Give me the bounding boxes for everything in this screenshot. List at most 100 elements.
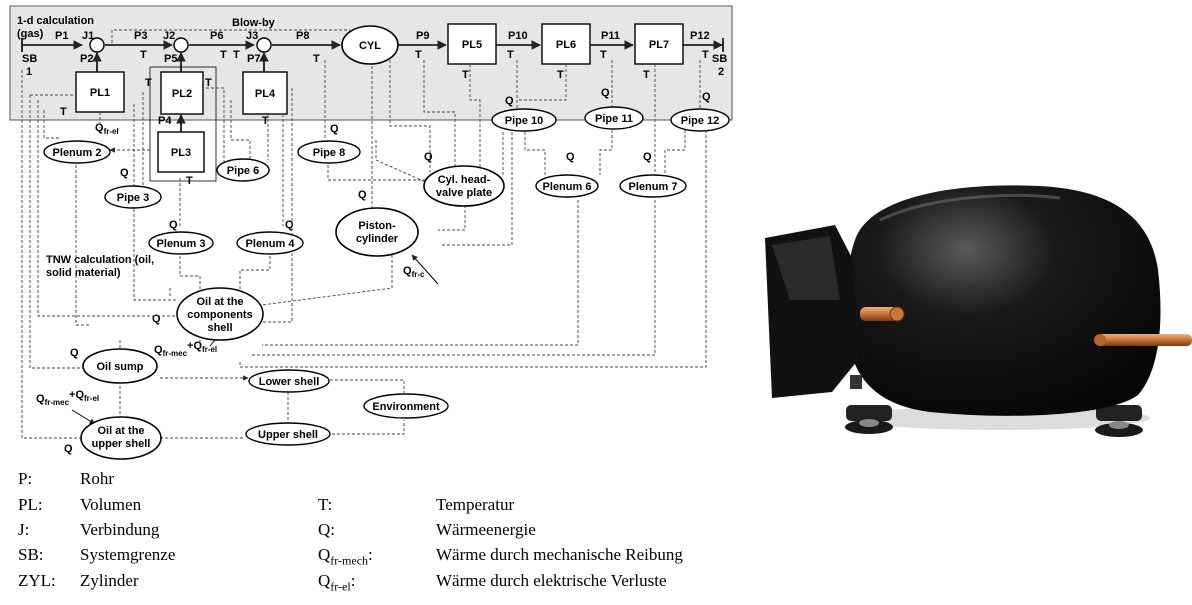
t-label: T: [220, 49, 227, 61]
j2-label: J2: [163, 30, 175, 42]
node-pipe-3: [104, 185, 162, 209]
heat-flow-lines: [21, 60, 707, 439]
legend-value: Temperatur: [436, 495, 515, 514]
section-tnw-sub-label: solid material): [46, 267, 121, 279]
oil-upper-label-1: Oil at the: [97, 425, 144, 437]
j3-label: J3: [246, 30, 258, 42]
pipe-8-label: Pipe 8: [313, 147, 345, 159]
p1-label: P1: [55, 30, 68, 42]
pl3-label: PL3: [171, 147, 191, 159]
t-label: T: [600, 49, 607, 61]
legend-value: Wärmeenergie: [436, 520, 536, 539]
q-label: Q: [505, 95, 514, 107]
p5-label: P5: [164, 53, 177, 65]
section-tnw-label: TNW calculation (oil,: [46, 254, 154, 266]
pipe-3-label: Pipe 3: [117, 192, 149, 204]
junction-j2: [173, 37, 189, 53]
node-pipe-8: [297, 140, 361, 164]
box-pl5: [447, 23, 497, 65]
t-label: T: [702, 49, 709, 61]
q-label: Q: [358, 189, 367, 201]
q-label: Q: [120, 167, 129, 179]
p7-label: P7: [247, 53, 260, 65]
p4-label: P4: [158, 115, 172, 127]
node-pipe-11: [584, 106, 644, 130]
junction-j1: [89, 37, 105, 53]
plenum-2-label: Plenum 2: [53, 147, 102, 159]
sb1-label: SB: [22, 53, 37, 65]
p12-label: P12: [690, 30, 710, 42]
q-label: Q: [70, 347, 79, 359]
t-label: T: [462, 69, 469, 81]
piston-label-2: cylinder: [356, 233, 399, 245]
lower-shell-label: Lower shell: [259, 376, 320, 388]
q-label: Q: [152, 313, 161, 325]
box-pl2-pl3-group: [149, 66, 217, 182]
q-label: Q: [285, 219, 294, 231]
q-label: Q: [424, 151, 433, 163]
p11-label: P11: [601, 30, 620, 42]
cyl-label: CYL: [359, 40, 381, 52]
legend-value: Systemgrenze: [80, 545, 176, 564]
p2-label: P2: [80, 53, 93, 65]
box-pl3: [157, 131, 205, 173]
piston-label-1: Piston-: [358, 220, 396, 232]
q-label: Q: [643, 151, 652, 163]
q-label: Q: [702, 91, 711, 103]
legend-key: Q:: [318, 520, 335, 539]
t-label: T: [415, 49, 422, 61]
legend-value: Verbindung: [80, 520, 160, 539]
legend-value: Zylinder: [80, 571, 139, 590]
legend-value: Wärme durch mechanische Reibung: [436, 545, 683, 564]
node-oil-sump: [82, 348, 158, 384]
node-plenum-3: [148, 231, 214, 255]
sb1-num-label: 1: [26, 66, 32, 78]
pl4-label: PL4: [255, 88, 276, 100]
t-label: T: [145, 77, 152, 89]
t-label: T: [186, 175, 193, 187]
legend-key: J:: [18, 520, 30, 539]
cyl-head-label-1: Cyl. head-: [438, 174, 491, 186]
compressor-foot: [1095, 405, 1143, 437]
oil-comp-label-1: Oil at the: [196, 296, 243, 308]
t-label: T: [557, 69, 564, 81]
junction-j3: [256, 37, 272, 53]
legend-key: Qfr-el:: [318, 571, 356, 594]
node-cyl: [341, 25, 399, 65]
plenum-6-label: Plenum 6: [543, 181, 592, 193]
legend-key: SB:: [18, 545, 44, 564]
legend-key: Qfr-mech:: [318, 545, 373, 568]
node-plenum-7: [619, 174, 687, 198]
compressor-foot: [845, 405, 893, 434]
node-plenum-2: [43, 140, 111, 164]
sb2-num-label: 2: [718, 66, 724, 78]
node-oil-upper-shell: [80, 416, 162, 460]
t-label: T: [60, 106, 67, 118]
p9-label: P9: [416, 30, 429, 42]
upper-shell-label: Upper shell: [258, 429, 318, 441]
node-oil-components-shell: [176, 287, 264, 341]
blowby-label: Blow-by: [232, 17, 276, 29]
oil-sump-label: Oil sump: [96, 361, 143, 373]
legend-key: P:: [18, 469, 33, 488]
node-cyl-head-valve-plate: [423, 165, 505, 207]
pipe-10-label: Pipe 10: [505, 115, 544, 127]
pipe-6-label: Pipe 6: [227, 165, 259, 177]
plenum-4-label: Plenum 4: [246, 238, 296, 250]
q-label: Q: [64, 443, 73, 455]
node-piston-cylinder: [335, 207, 419, 257]
node-pipe-12: [670, 108, 730, 132]
q-fr-upper-arrow: [71, 409, 96, 425]
pl5-label: PL5: [462, 39, 482, 51]
section-gas-sub-label: (gas): [17, 28, 44, 40]
q-fr-el-label-pl1: Qfr-el: [95, 122, 119, 136]
q-fr-mec-el-label-comp: Qfr-mec+Qfr-el: [154, 340, 217, 358]
t-label: T: [313, 53, 320, 65]
box-pl4: [242, 71, 288, 115]
q-label: Q: [601, 87, 610, 99]
t-label: T: [262, 115, 269, 127]
p10-label: P10: [508, 30, 528, 42]
legend-value: Volumen: [80, 495, 142, 514]
q-label: Q: [169, 219, 178, 231]
